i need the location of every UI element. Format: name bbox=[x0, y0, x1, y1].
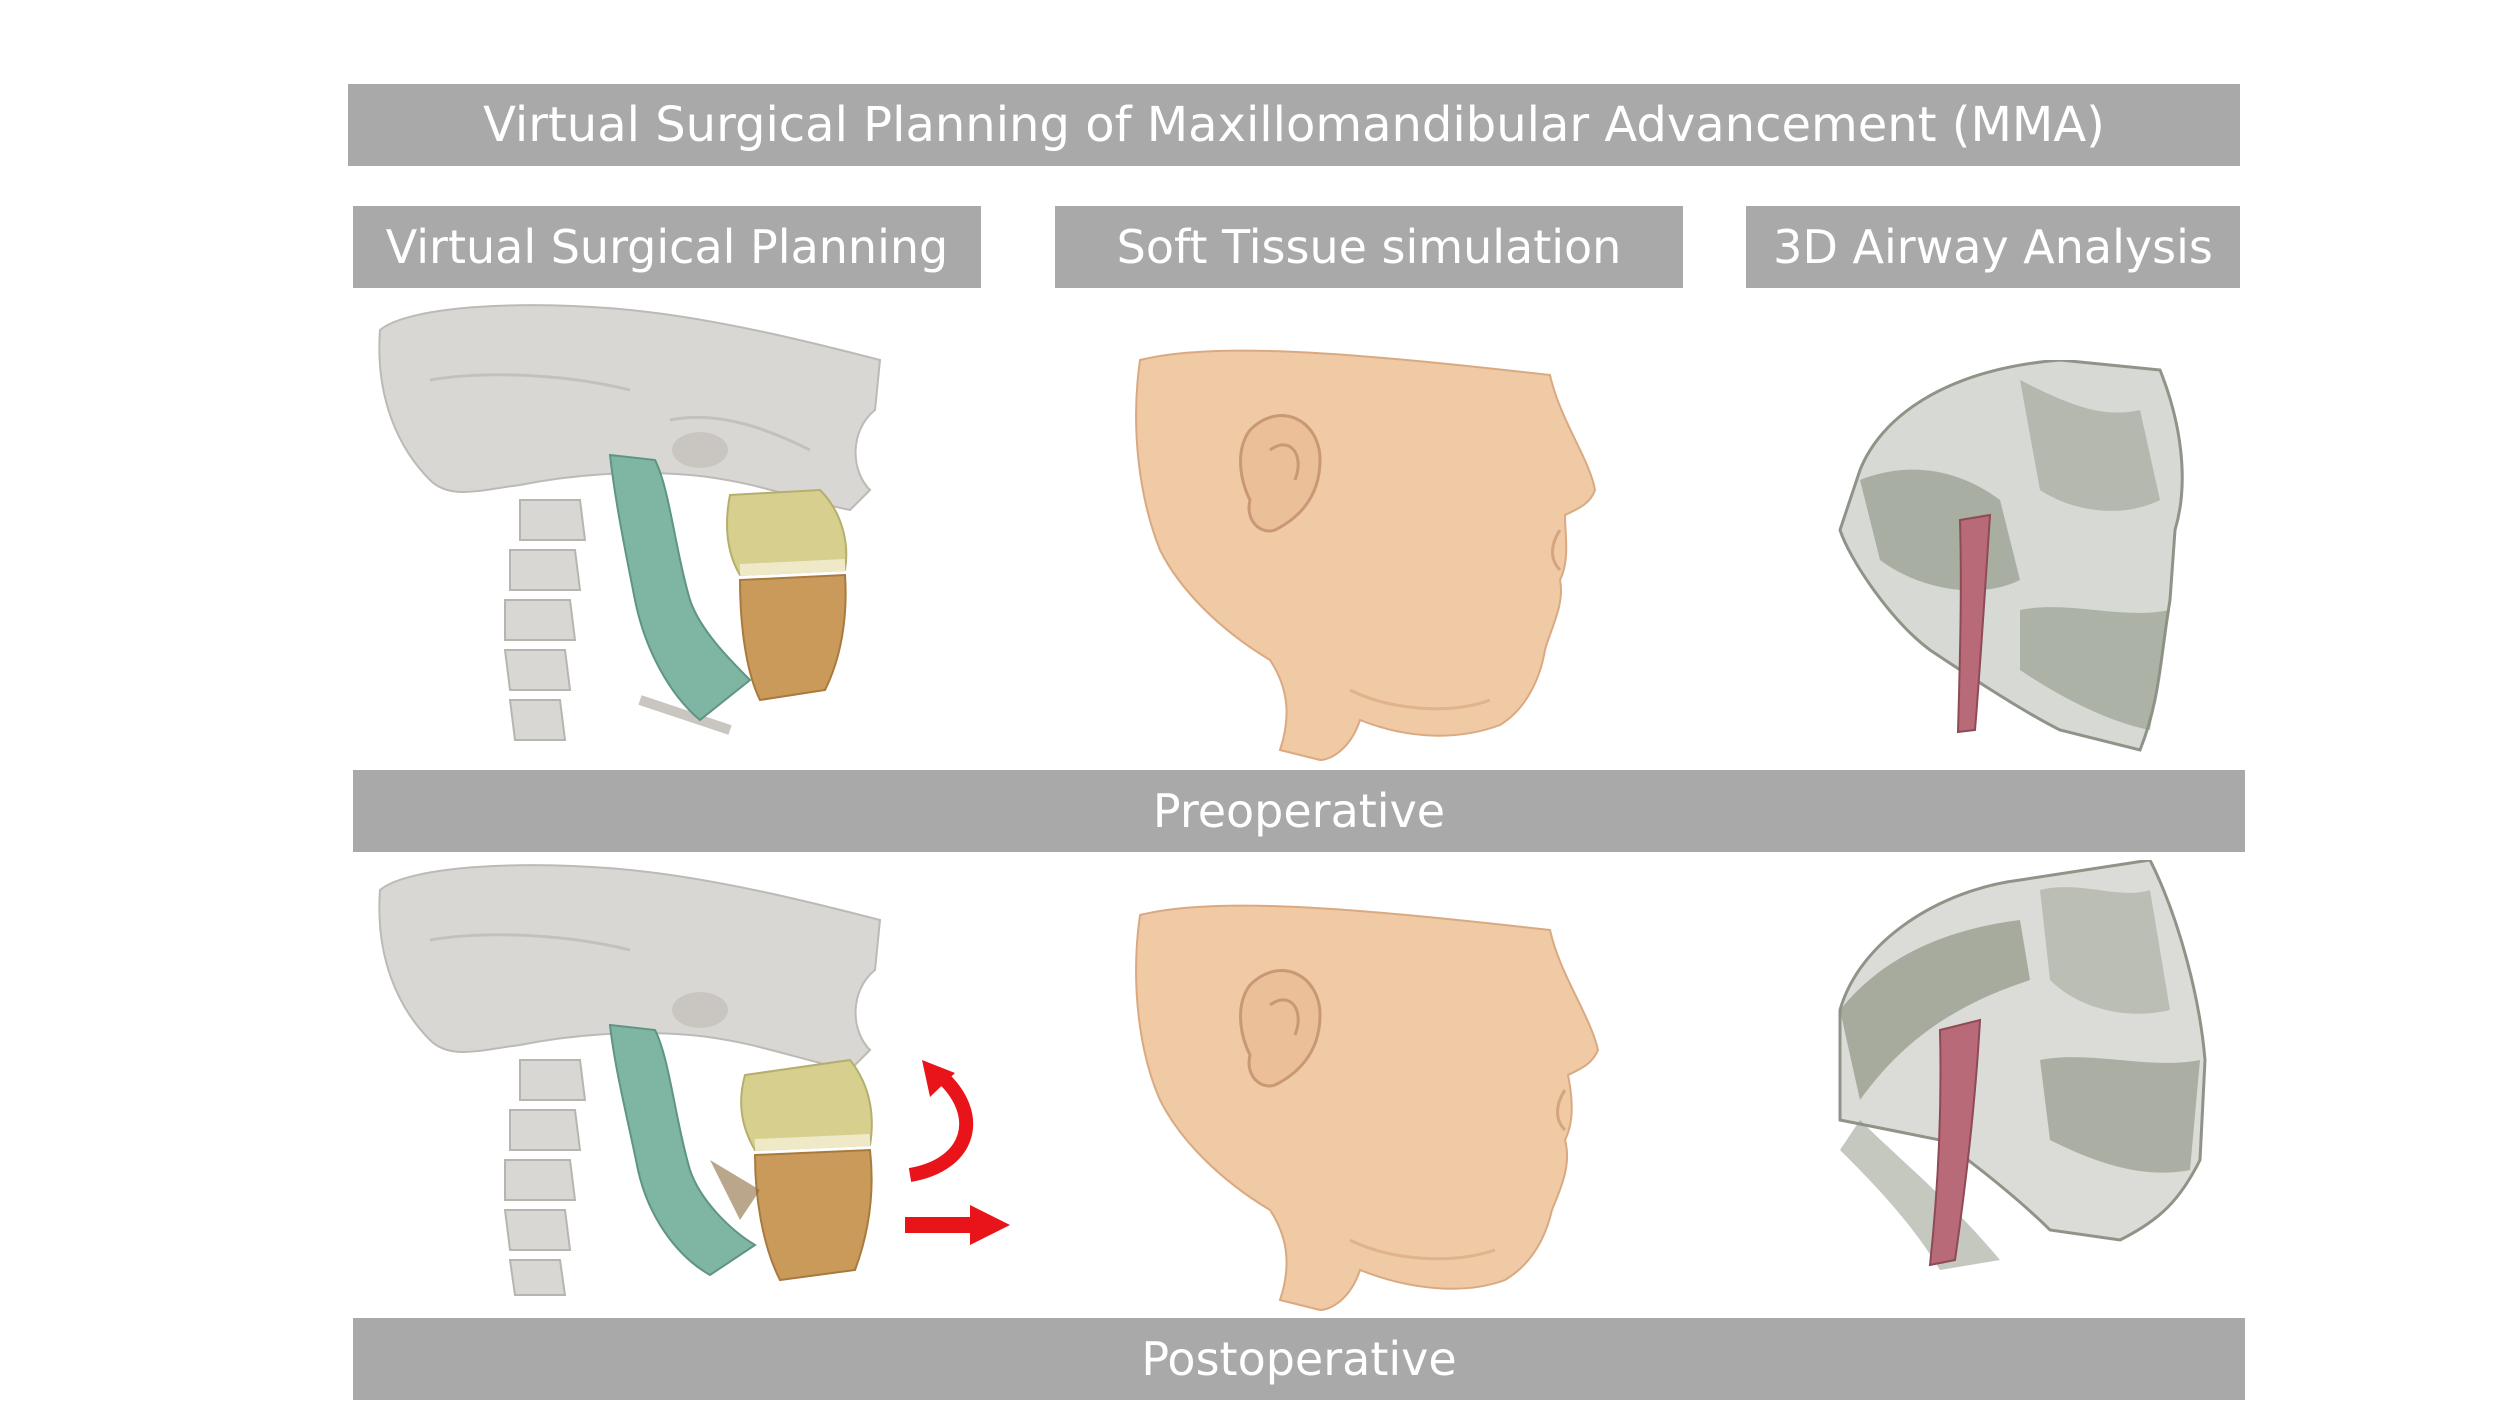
row-label-postoperative-text: Postoperative bbox=[1141, 1332, 1457, 1386]
figure-title: Virtual Surgical Planning of Maxillomand… bbox=[483, 97, 2105, 153]
column-header-vsp: Virtual Surgical Planning bbox=[353, 206, 981, 288]
column-header-soft-tissue-label: Soft Tissue simulation bbox=[1116, 220, 1622, 274]
column-header-airway: 3D Airway Analysis bbox=[1746, 206, 2240, 288]
figure-title-bar: Virtual Surgical Planning of Maxillomand… bbox=[348, 84, 2240, 166]
column-header-vsp-label: Virtual Surgical Planning bbox=[385, 220, 949, 274]
column-header-soft-tissue: Soft Tissue simulation bbox=[1055, 206, 1683, 288]
skull-model-postoperative bbox=[370, 860, 890, 1300]
curved-arrow-icon bbox=[900, 1055, 990, 1185]
soft-tissue-model-preoperative bbox=[1120, 330, 1620, 770]
airway-model-postoperative bbox=[1820, 860, 2220, 1280]
skull-model-preoperative bbox=[370, 300, 890, 750]
row-label-postoperative: Postoperative bbox=[353, 1318, 2245, 1400]
column-header-airway-label: 3D Airway Analysis bbox=[1773, 220, 2213, 274]
airway-model-preoperative bbox=[1820, 360, 2200, 760]
right-arrow-icon bbox=[905, 1205, 1010, 1245]
row-label-preoperative: Preoperative bbox=[353, 770, 2245, 852]
soft-tissue-model-postoperative bbox=[1120, 885, 1620, 1315]
row-label-preoperative-text: Preoperative bbox=[1152, 784, 1446, 838]
